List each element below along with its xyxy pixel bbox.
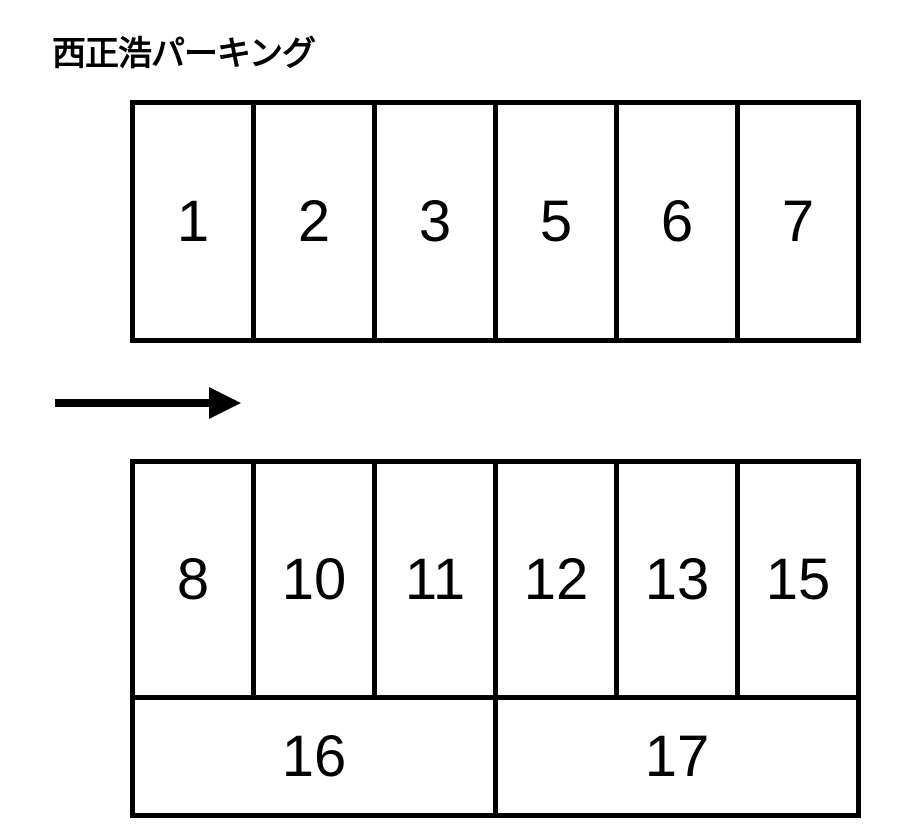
parking-space-16[interactable]: 16 [281, 724, 347, 789]
parking-space-15[interactable]: 15 [735, 464, 856, 695]
bottom-parking-block: 8 10 11 12 13 15 16 17 [130, 459, 861, 818]
bottom-lower-space-row: 16 17 [135, 700, 856, 813]
parking-space-17[interactable]: 17 [493, 700, 856, 813]
parking-space-7[interactable]: 7 [735, 105, 856, 338]
parking-space-12[interactable]: 12 [493, 464, 614, 695]
parking-space-6[interactable]: 6 [614, 105, 735, 338]
parking-space-8[interactable]: 8 [176, 547, 210, 612]
bottom-upper-space-row: 8 10 11 12 13 15 [135, 464, 856, 700]
parking-space-2[interactable]: 2 [251, 105, 372, 338]
arrow-right-icon [55, 387, 241, 419]
top-parking-row: 1 2 3 5 6 7 [130, 100, 861, 343]
parking-space-1[interactable]: 1 [176, 189, 210, 254]
page-title: 西正浩パーキング [52, 34, 316, 74]
parking-space-11[interactable]: 11 [372, 464, 493, 695]
parking-space-13[interactable]: 13 [614, 464, 735, 695]
parking-space-3[interactable]: 3 [372, 105, 493, 338]
parking-space-5[interactable]: 5 [493, 105, 614, 338]
top-space-row: 1 2 3 5 6 7 [135, 105, 856, 338]
parking-space-10[interactable]: 10 [251, 464, 372, 695]
